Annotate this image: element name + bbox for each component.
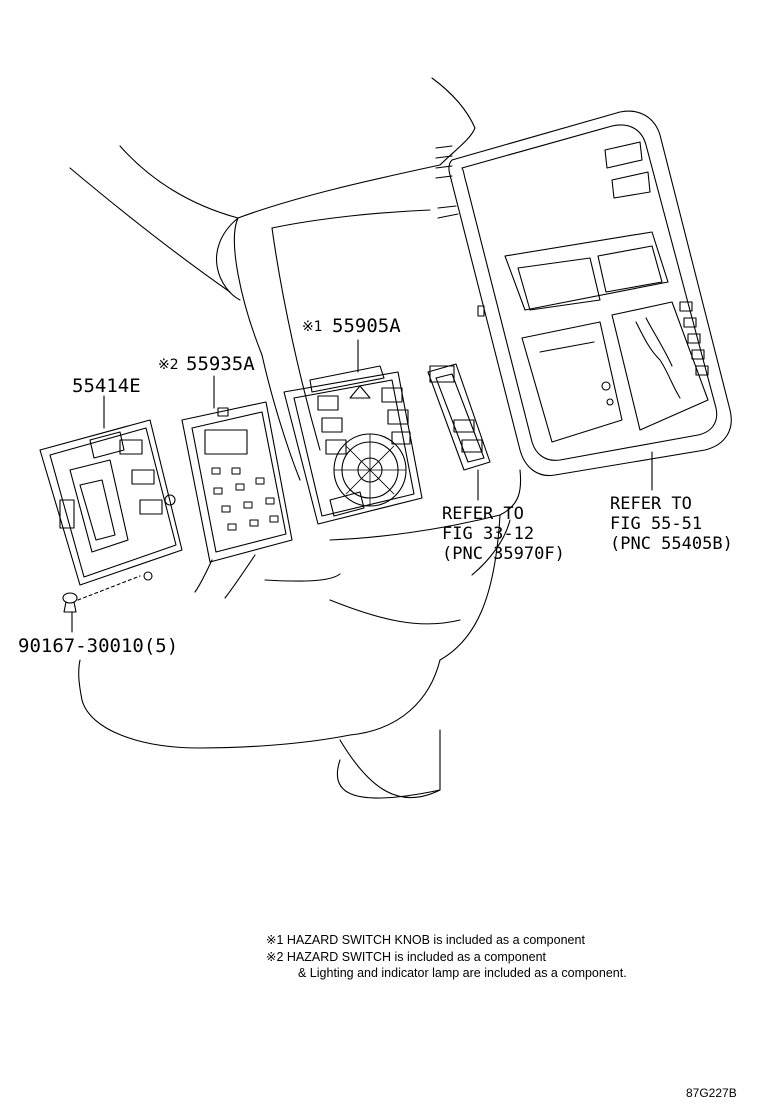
footnote-3: & Lighting and indicator lamp are includ… [298,966,627,980]
part-label-55935a: 55935A [186,353,255,375]
part-mark-55935a: ※2 [158,357,179,373]
ref2-line3: (PNC 55405B) [610,534,733,554]
footnote-1: ※1 HAZARD SWITCH KNOB is included as a c… [266,933,585,947]
reference-callout-55405b: REFER TO FIG 55-51 (PNC 55405B) [610,494,733,554]
small-switch-drawing [427,363,491,501]
part-mark-55905a: ※1 [302,319,323,335]
dashboard-outline [69,77,522,799]
board-55935a-drawing [181,375,293,563]
ref2-line1: REFER TO [610,494,692,514]
ref1-line3: (PNC 35970F) [442,544,565,564]
bracket-55414e-drawing [39,395,183,586]
switch-panel-55905a-drawing [283,339,423,525]
footnote-2: ※2 HAZARD SWITCH is included as a compon… [266,950,547,964]
center-console [435,110,732,491]
ref2-line2: FIG 55-51 [610,514,703,534]
part-label-55905a: 55905A [332,315,401,337]
ref1-line2: FIG 33-12 [442,524,535,544]
ref1-line1: REFER TO [442,504,524,524]
part-label-90167: 90167-30010(5) [18,635,179,657]
diagram-code: 87G227B [686,1086,737,1100]
part-label-55414e: 55414E [72,375,141,397]
reference-callout-35970f: REFER TO FIG 33-12 (PNC 35970F) [442,504,565,564]
screw-drawing [62,575,141,633]
